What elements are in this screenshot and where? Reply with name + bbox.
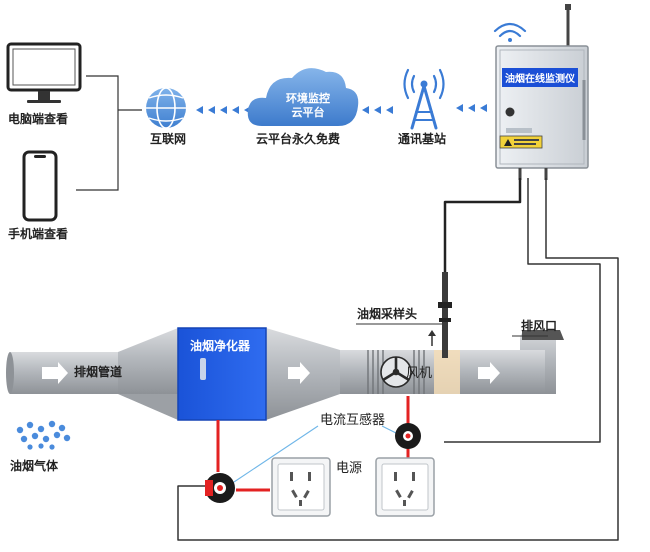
device-connector-lines (76, 75, 142, 191)
cloud-title-line1: 环境监控 (286, 92, 330, 105)
ct-sensor-label: 电流互感器 (320, 413, 386, 428)
phone-view-label: 手机端查看 (8, 227, 69, 241)
power-cables (216, 396, 410, 492)
base-station-label: 通讯基站 (398, 132, 447, 146)
power-outlet-icon (375, 457, 435, 517)
monitor-cabinet (493, 4, 589, 180)
oil-fume-purifier (177, 327, 267, 421)
wifi-icon (493, 22, 527, 42)
monitor-icon (6, 42, 82, 103)
fan-icon (380, 356, 412, 388)
cloud-caption: 云平台永久免费 (256, 132, 341, 146)
power-label: 电源 (336, 461, 363, 476)
power-outlet-icon (271, 457, 331, 517)
signal-cables (177, 178, 619, 541)
gas-label: 油烟气体 (10, 459, 59, 473)
monitor-title: 油烟在线监测仪 (502, 68, 578, 87)
current-transformer-icon (395, 423, 421, 449)
exhaust-port-label: 排风口 (521, 319, 558, 333)
duct-label: 排烟管道 (74, 365, 123, 379)
data-arrows-station-to-cloud (362, 106, 393, 114)
airflow-arrows (42, 362, 500, 384)
fan-label: 风机 (406, 366, 433, 381)
sampling-probe (428, 272, 452, 358)
pc-view-label: 电脑端查看 (8, 112, 69, 126)
data-arrows-monitor-to-station (456, 104, 487, 112)
cloud-icon (247, 68, 359, 126)
smoke-particles-icon (16, 420, 71, 450)
antenna-tower-icon (403, 68, 445, 130)
cloud-title-line2: 云平台 (291, 106, 325, 119)
current-transformer-icon (205, 473, 235, 503)
internet-label: 互联网 (150, 132, 187, 146)
purifier-label: 油烟净化器 (190, 339, 251, 353)
probe-label: 油烟采样头 (357, 307, 418, 321)
phone-icon (22, 150, 58, 222)
globe-icon (146, 87, 186, 129)
data-arrows-cloud-to-internet (196, 106, 251, 114)
